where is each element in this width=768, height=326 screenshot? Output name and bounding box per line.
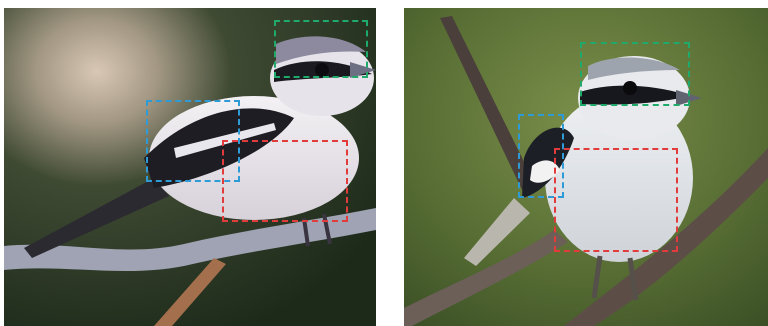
right-bird-photo [404,8,768,326]
head-region-box [274,20,368,78]
wing-region-box [518,114,564,198]
breast-region-box [554,148,678,252]
head-region-box [580,42,690,106]
left-bird-photo [4,8,376,326]
left-bird-image [4,8,376,326]
right-bird-image [404,8,768,326]
breast-region-box [222,140,348,222]
